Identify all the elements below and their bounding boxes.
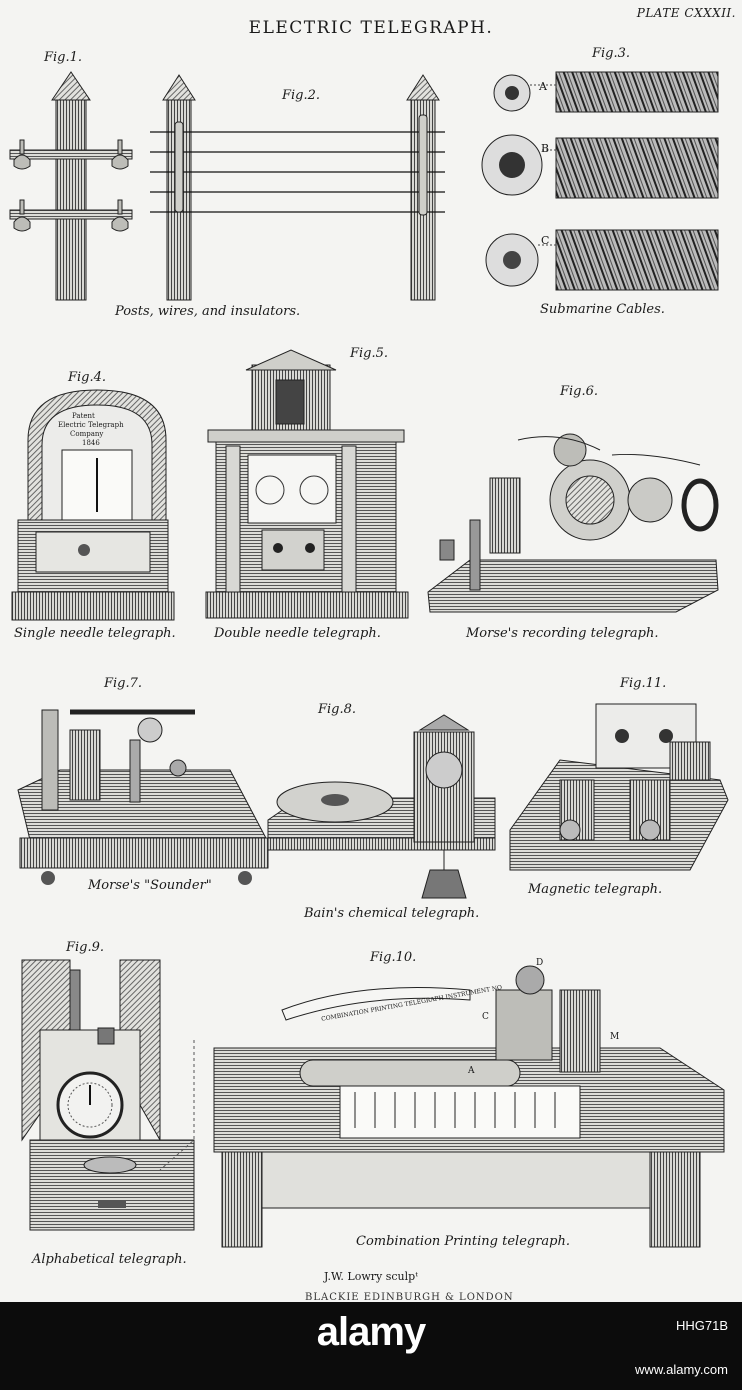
cable-letter: B bbox=[541, 142, 550, 155]
fig10-letter: D bbox=[536, 958, 544, 968]
fig10-letter: C bbox=[482, 1012, 489, 1022]
fig-label: Fig.9. bbox=[66, 940, 105, 955]
fig-label: Fig.5. bbox=[350, 346, 389, 361]
fig-label: Fig.1. bbox=[44, 50, 83, 65]
fig7-morse-sounder bbox=[17, 709, 269, 885]
caption: Double needle telegraph. bbox=[214, 626, 381, 641]
caption: Bain's chemical telegraph. bbox=[304, 906, 480, 921]
watermark-image-id: HHG71B bbox=[675, 1318, 728, 1333]
cable-letter: A bbox=[539, 80, 547, 93]
fig-label: Fig.4. bbox=[68, 370, 107, 385]
publisher-line: BLACKIE EDINBURGH & LONDON bbox=[305, 1292, 514, 1302]
fig-label: Fig.8. bbox=[318, 702, 357, 717]
engraver-credit: J.W. Lowry sculpᵗ bbox=[324, 1270, 418, 1283]
fig-label: Fig.11. bbox=[620, 676, 667, 691]
fig4-dial-text: Company bbox=[70, 430, 104, 438]
fig10-letter: M bbox=[610, 1032, 620, 1042]
fig-label: Fig.10. bbox=[370, 950, 417, 965]
caption: Morse's "Sounder" bbox=[88, 878, 212, 893]
fig-label: Fig.7. bbox=[104, 676, 143, 691]
fig-label: Fig.3. bbox=[592, 46, 631, 61]
fig5-double-needle-telegraph bbox=[205, 349, 409, 619]
caption: Magnetic telegraph. bbox=[528, 882, 663, 897]
fig-label: Fig.6. bbox=[560, 384, 599, 399]
caption: Combination Printing telegraph. bbox=[356, 1234, 570, 1249]
fig4-single-needle-telegraph bbox=[11, 389, 175, 621]
fig2-posts-and-wires bbox=[150, 74, 445, 301]
caption: Posts, wires, and insulators. bbox=[115, 304, 301, 319]
watermark-logo: alamy bbox=[316, 1310, 426, 1354]
fig10-letter: A bbox=[468, 1066, 475, 1076]
caption: Morse's recording telegraph. bbox=[466, 626, 659, 641]
fig4-dial-text: Patent bbox=[72, 412, 95, 420]
watermark-url: www.alamy.com bbox=[635, 1362, 728, 1377]
fig-label: Fig.2. bbox=[282, 88, 321, 103]
fig9-alphabetical-telegraph bbox=[21, 959, 195, 1231]
plate-title: ELECTRIC TELEGRAPH. bbox=[248, 18, 494, 38]
fig1-post-with-insulators bbox=[9, 71, 133, 301]
plate-number: PLATE CXXXII. bbox=[636, 6, 736, 20]
fig10-combination-printing-telegraph bbox=[213, 965, 725, 1248]
fig4-dial-text: 1846 bbox=[82, 439, 100, 447]
cable-letter: C bbox=[541, 234, 550, 247]
caption: Alphabetical telegraph. bbox=[32, 1252, 187, 1267]
fig11-magnetic-telegraph bbox=[509, 703, 729, 871]
caption: Single needle telegraph. bbox=[14, 626, 176, 641]
fig8-bains-chemical-telegraph bbox=[267, 714, 496, 899]
caption: Submarine Cables. bbox=[540, 302, 665, 317]
fig3-submarine-cables bbox=[481, 71, 719, 291]
watermark-bar bbox=[0, 1302, 742, 1390]
plate-illustrations bbox=[9, 71, 729, 1248]
engraving-plate: ELECTRIC TELEGRAPH. PLATE CXXXII. Fig.1.… bbox=[0, 0, 742, 1302]
fig4-dial-text: Electric Telegraph bbox=[58, 421, 124, 429]
fig6-morse-recording-telegraph bbox=[427, 433, 719, 613]
